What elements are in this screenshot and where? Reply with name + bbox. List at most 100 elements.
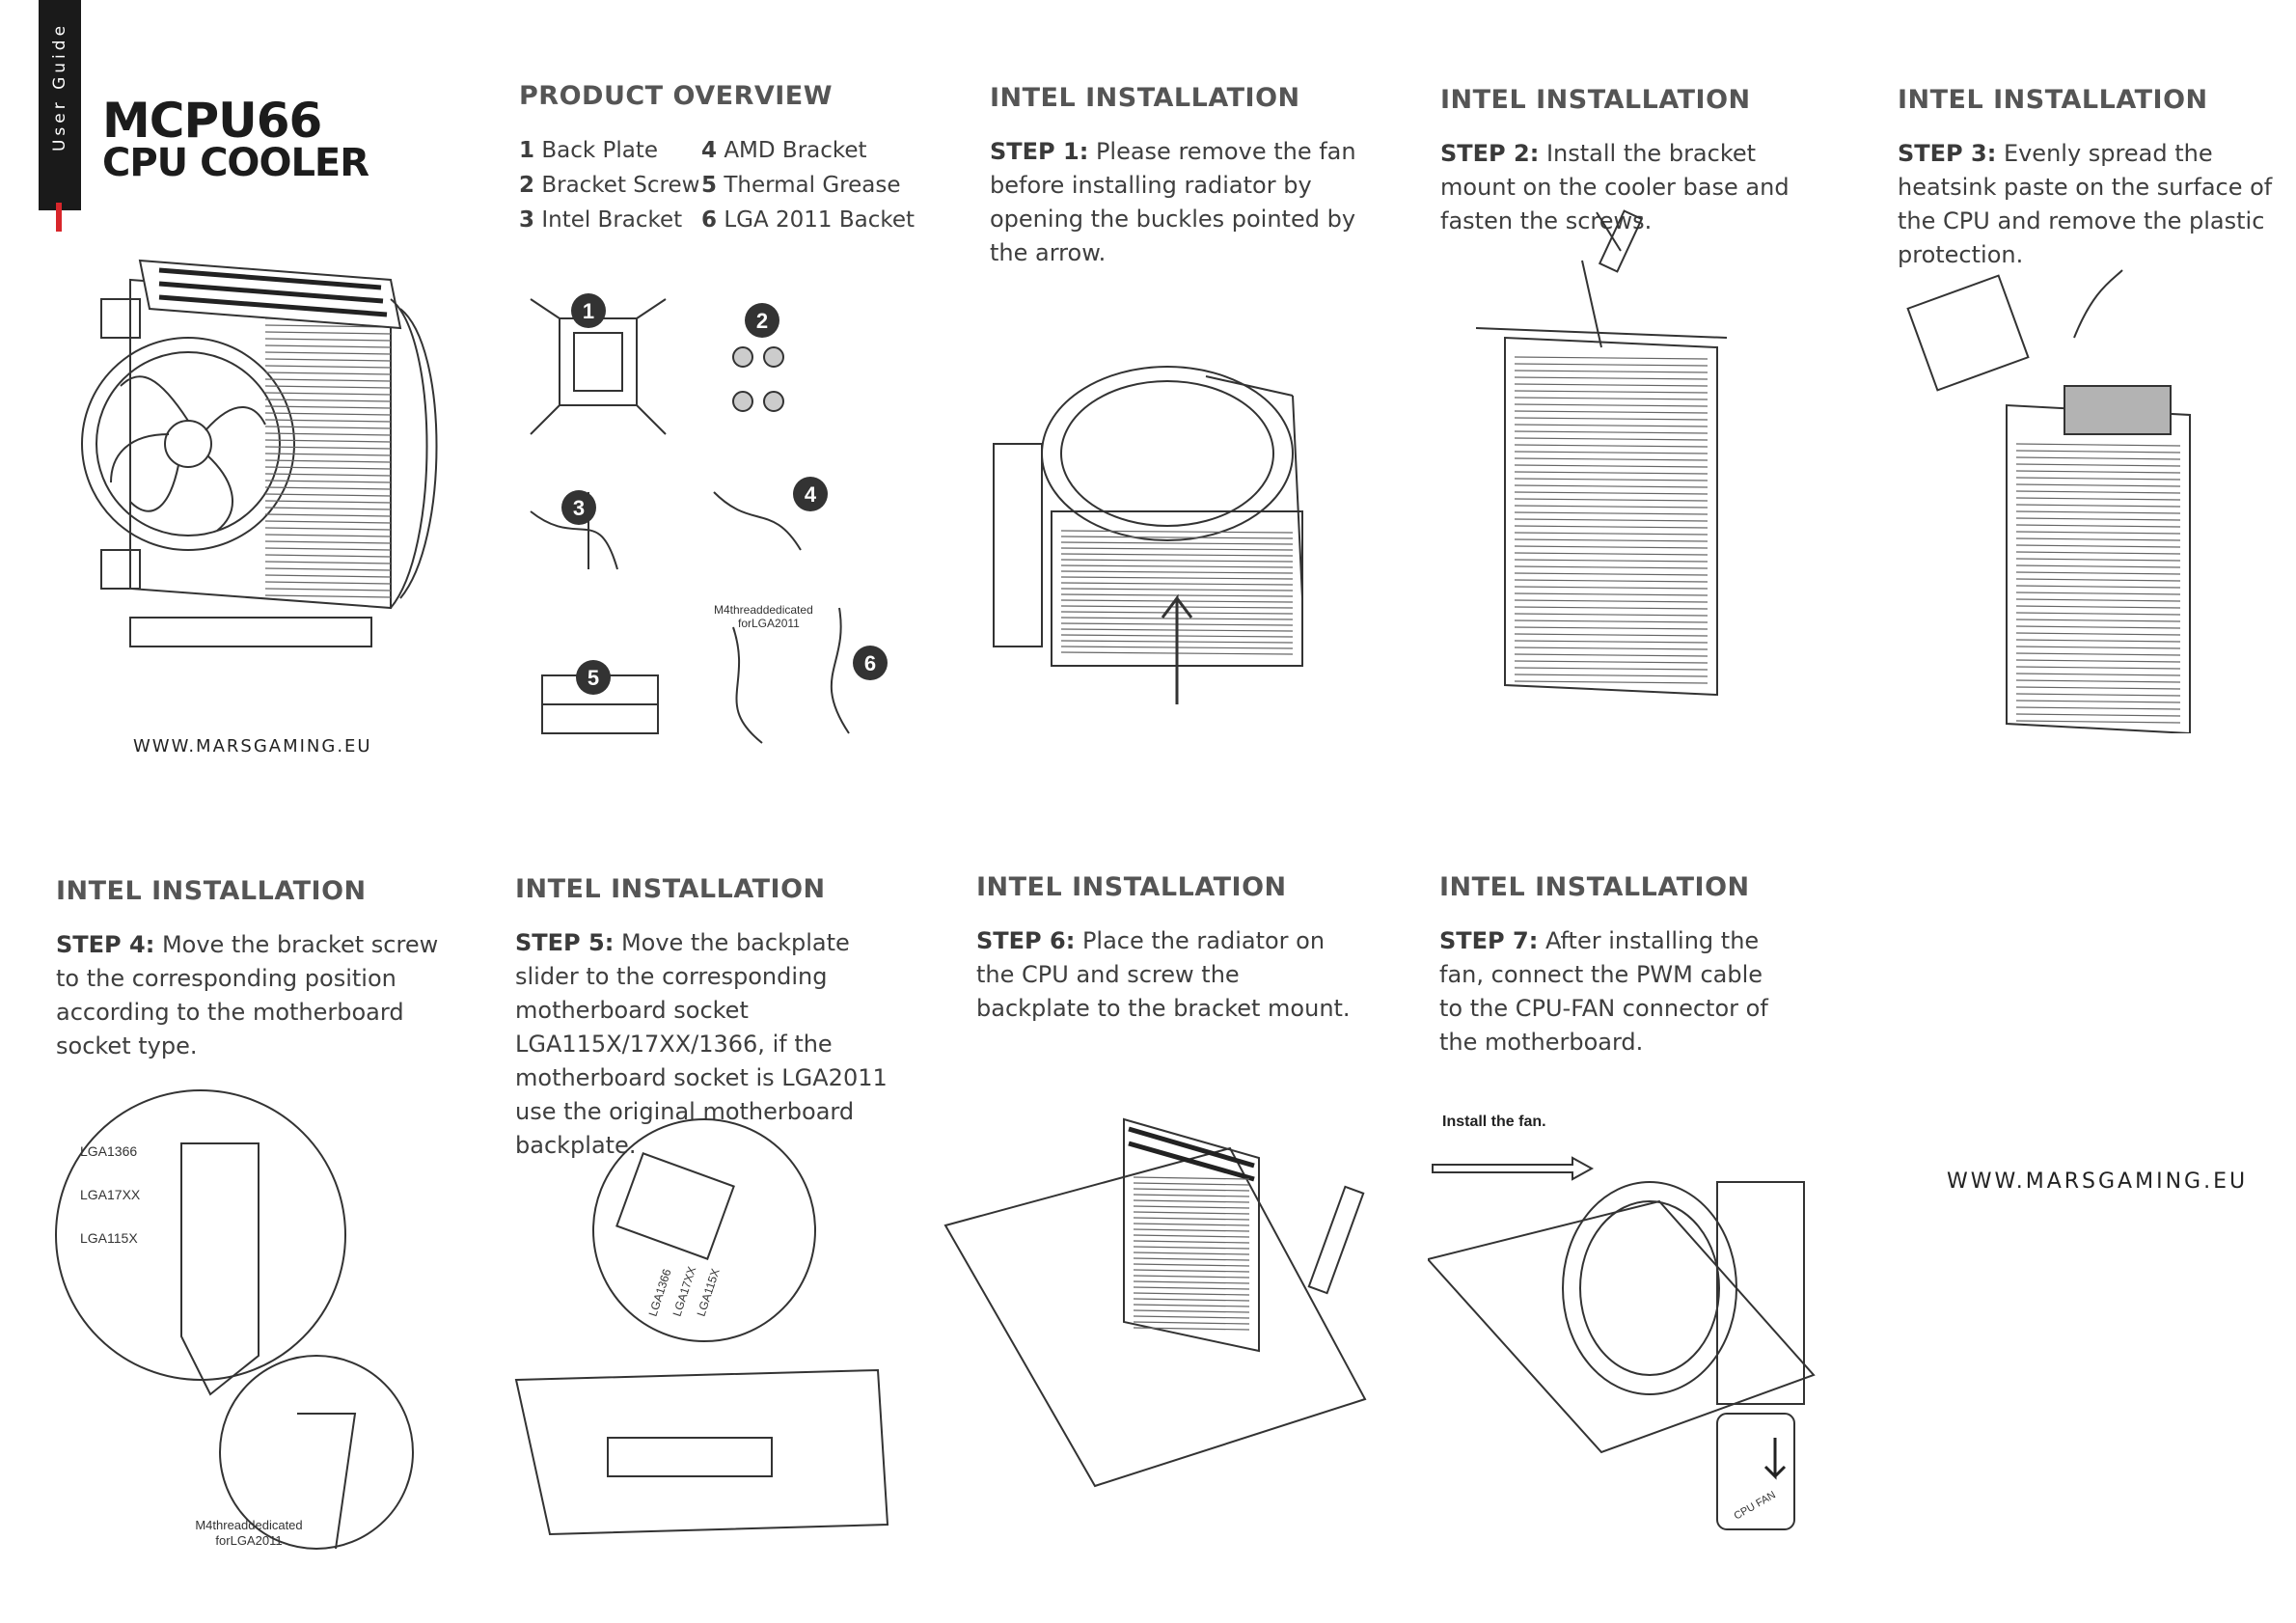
heatsink-fin <box>1060 588 1294 591</box>
heatsink-fin <box>1514 613 1708 617</box>
heatsink-fin <box>1514 545 1708 549</box>
heatsink-fin <box>264 567 392 571</box>
callout-badges: 1 2 3 4 5 6 <box>561 293 888 695</box>
heatsink-fin <box>2015 659 2181 663</box>
step6-illustration <box>943 1117 1367 1488</box>
heatsink-fin <box>1514 478 1708 481</box>
parts-list-left: 1 Back Plate 2 Bracket Screw 3 Intel Bra… <box>519 133 699 237</box>
heatsink-fin <box>1514 471 1708 475</box>
heatsink-fin <box>1514 410 1708 414</box>
lga1366-label: LGA1366 <box>646 1267 674 1318</box>
heatsink-fin <box>264 480 392 483</box>
heatsink-fin <box>1514 403 1708 407</box>
heatsink-fin <box>2015 700 2181 703</box>
heatsink-fin <box>1514 646 1708 650</box>
heatsink-fin <box>2015 537 2181 541</box>
step1-heading: INTEL INSTALLATION <box>990 83 1300 113</box>
heatsink-fin <box>1514 606 1708 610</box>
heatsink-fin <box>2015 517 2181 521</box>
heatsink-fin <box>1514 579 1708 583</box>
step4-illustration: LGA1366 LGA17XX LGA115X M4threaddedicate… <box>55 1089 414 1550</box>
heatsink-fin <box>1133 1228 1250 1232</box>
heatsink-fin <box>1514 397 1708 400</box>
heatsink-fin <box>264 371 392 375</box>
heatsink-fin <box>264 459 392 463</box>
callout-2: 2 <box>756 309 768 333</box>
heatsink-fin <box>264 513 392 517</box>
step4-note-line1: M4threaddedicated <box>195 1518 302 1532</box>
heatsink-fin <box>264 466 392 470</box>
m4-note-line2: forLGA2011 <box>738 617 800 630</box>
step1-text: STEP 1: Please remove the fan before ins… <box>990 138 1356 266</box>
heatsink-fin <box>264 432 392 436</box>
heatsink-fin <box>1514 552 1708 556</box>
heatsink-fin <box>2015 679 2181 683</box>
red-accent-bar <box>56 203 62 232</box>
heatsink-fin <box>1133 1315 1250 1319</box>
heatsink-fin <box>1514 383 1708 387</box>
heatsink-fin <box>2015 497 2181 501</box>
heatsink-fin <box>2015 551 2181 555</box>
heatsink-fin <box>1514 370 1708 373</box>
step3-illustration <box>1906 269 2191 733</box>
cpu-cooler-illustration <box>81 259 438 647</box>
heatsink-fin <box>1133 1176 1250 1180</box>
heatsink-fin <box>264 473 392 477</box>
step2-text: STEP 2: Install the bracket mount on the… <box>1440 140 1790 234</box>
heatsink-fin <box>2015 673 2181 676</box>
heatsink-fin <box>264 412 392 416</box>
overview-heading: PRODUCT OVERVIEW <box>519 81 834 111</box>
heatsink-fin <box>264 365 392 369</box>
heatsink-fin <box>1514 532 1708 536</box>
heatsink-fin <box>1133 1205 1250 1209</box>
parts-list-right: 4 AMD Bracket 5 Thermal Grease 6 LGA 201… <box>701 133 915 237</box>
heatsink-fin <box>264 358 392 362</box>
heatsink-fin <box>264 486 392 490</box>
heatsink-fin <box>1133 1182 1250 1186</box>
heatsink-fin <box>1060 564 1294 568</box>
heatsink-fin <box>264 534 392 537</box>
heatsink-fin <box>1060 541 1294 545</box>
step2-illustration <box>1476 209 1728 697</box>
step1-illustration <box>993 366 1303 704</box>
lga115x-label: LGA115X <box>695 1267 723 1318</box>
heatsink-fin <box>2015 531 2181 535</box>
heatsink-fin <box>264 561 392 564</box>
heatsink-fin <box>1514 430 1708 434</box>
heatsink-fin <box>2015 443 2181 447</box>
heatsink-fin <box>1060 593 1294 597</box>
heatsink-fin <box>2015 456 2181 460</box>
heatsink-fin <box>264 574 392 578</box>
heatsink-fin <box>1514 505 1708 509</box>
heatsink-fin <box>2015 666 2181 670</box>
heatsink-fin <box>264 392 392 396</box>
heatsink-fin <box>264 405 392 409</box>
heatsink-fin <box>264 547 392 551</box>
cpu-fan-label: CPU FAN <box>1733 1489 1778 1522</box>
heatsink-fin <box>1133 1309 1250 1313</box>
heatsink-fin <box>1514 572 1708 576</box>
heatsink-fin <box>2015 571 2181 575</box>
heatsink-fin <box>1133 1327 1250 1331</box>
lga1366-label: LGA1366 <box>80 1143 137 1159</box>
footer-website: WWW.MARSGAMING.EU <box>1947 1169 2249 1194</box>
heatsink-fin <box>2015 524 2181 528</box>
heatsink-fin <box>264 419 392 423</box>
m4-note-line1: M4threaddedicated <box>714 603 813 617</box>
step7-text: STEP 7: After installing the fan, connec… <box>1439 927 1768 1056</box>
step4-note-line2: forLGA2011 <box>215 1533 282 1548</box>
heatsink-fin <box>2015 450 2181 454</box>
install-fan-label: Install the fan. <box>1442 1114 1546 1130</box>
heatsink-fin <box>1514 640 1708 644</box>
product-type: CPU COOLER <box>102 141 369 185</box>
heatsink-fin <box>2015 578 2181 582</box>
heatsink-fin <box>2015 558 2181 562</box>
heatsink-fin <box>2015 504 2181 508</box>
heatsink-fin <box>1514 424 1708 427</box>
callout-5: 5 <box>588 666 599 690</box>
heatsink-fin <box>264 338 392 342</box>
heatsink-fin <box>264 527 392 531</box>
step5-text: STEP 5: Move the backplate slider to the… <box>515 929 888 1159</box>
heatsink-fin <box>1133 1280 1250 1284</box>
step5-heading: INTEL INSTALLATION <box>515 874 826 904</box>
